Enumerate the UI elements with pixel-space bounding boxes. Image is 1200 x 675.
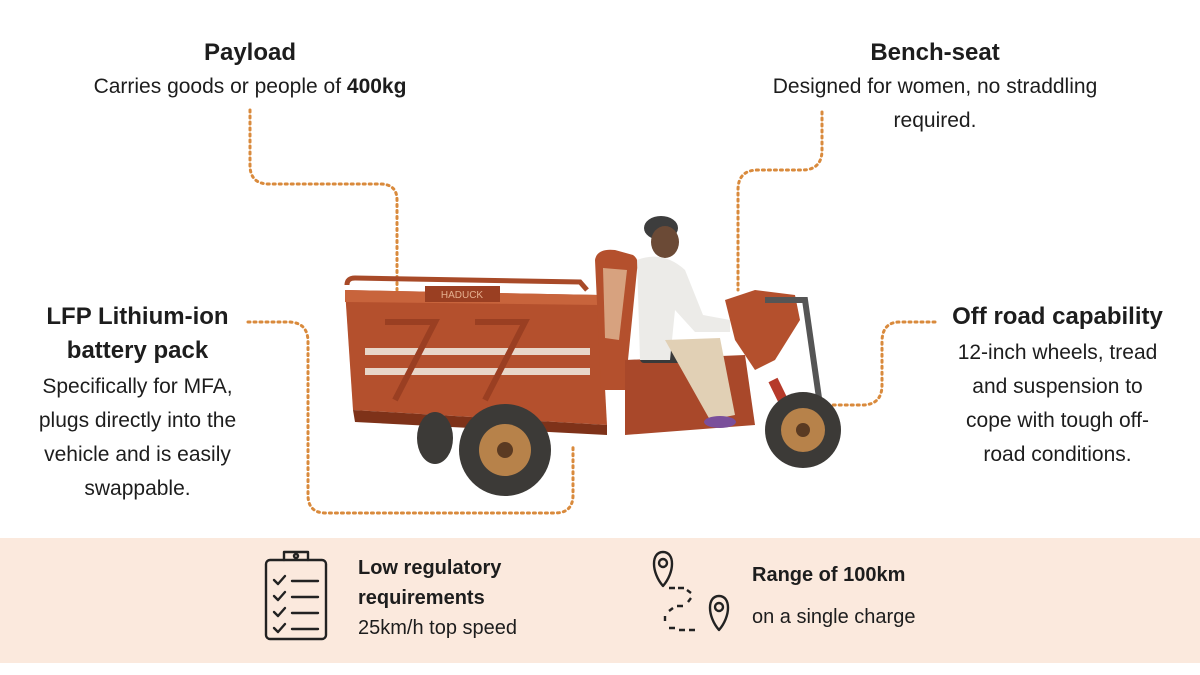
bench-seat-title: Bench-seat (870, 39, 1000, 66)
battery-title-line2: battery pack (66, 337, 209, 364)
off-road-desc-line4: road conditions. (983, 443, 1132, 466)
rear-wheel (459, 404, 551, 496)
vehicle-brand-label: HADUCK (441, 290, 484, 301)
battery-callout-line (246, 320, 575, 515)
off-road-desc-line3: cope with tough off- (966, 409, 1149, 432)
bench-seat-desc-line2: required. (893, 109, 977, 132)
feature-bench-seat: Bench-seat Designed for women, no stradd… (720, 36, 1150, 138)
feature-off-road: Off road capability 12-inch wheels, trea… (930, 300, 1185, 472)
side-wheel (417, 412, 453, 464)
battery-desc-line3: vehicle and is easily (44, 443, 231, 466)
range-title: Range of 100km (752, 564, 906, 586)
cargo-box: HADUCK (344, 275, 607, 435)
feature-battery-pack: LFP Lithium-ion battery pack Specificall… (10, 300, 265, 506)
payload-desc-weight: 400kg (346, 75, 407, 98)
regulatory-desc: 25km/h top speed (358, 617, 517, 639)
battery-desc-line2: plugs directly into the (38, 409, 237, 432)
route-map-pin-icon (652, 550, 730, 632)
clipboard-checklist-icon (264, 550, 328, 641)
off-road-desc-line1: 12-inch wheels, tread (957, 341, 1158, 364)
battery-desc-line4: swappable. (84, 477, 191, 500)
payload-desc-text: Carries goods or people of (93, 75, 342, 98)
range-desc: on a single charge (752, 606, 916, 628)
off-road-desc-line2: and suspension to (972, 375, 1143, 398)
off-road-title: Off road capability (952, 303, 1163, 330)
bench-seat-callout-line (736, 110, 824, 292)
regulatory-title-line2: requirements (358, 587, 485, 609)
front-wheel (765, 392, 841, 468)
feature-payload: Payload Carries goods or people of 400kg (40, 36, 460, 104)
off-road-callout-line (830, 320, 937, 407)
electric-tricycle-image: HADUCK (344, 216, 841, 496)
rider (637, 216, 736, 428)
payload-title: Payload (203, 39, 297, 66)
battery-title-line1: LFP Lithium-ion (46, 303, 229, 330)
bench-seat-desc-line1: Designed for women, no straddling (772, 75, 1098, 98)
bottom-feature-band: Low regulatory requirements 25km/h top s… (0, 538, 1200, 663)
payload-callout-line (248, 108, 399, 292)
regulatory-title-line1: Low regulatory (358, 557, 502, 579)
payload-description: Carries goods or people of 400kg (40, 70, 460, 104)
battery-desc-line1: Specifically for MFA, (42, 375, 233, 398)
